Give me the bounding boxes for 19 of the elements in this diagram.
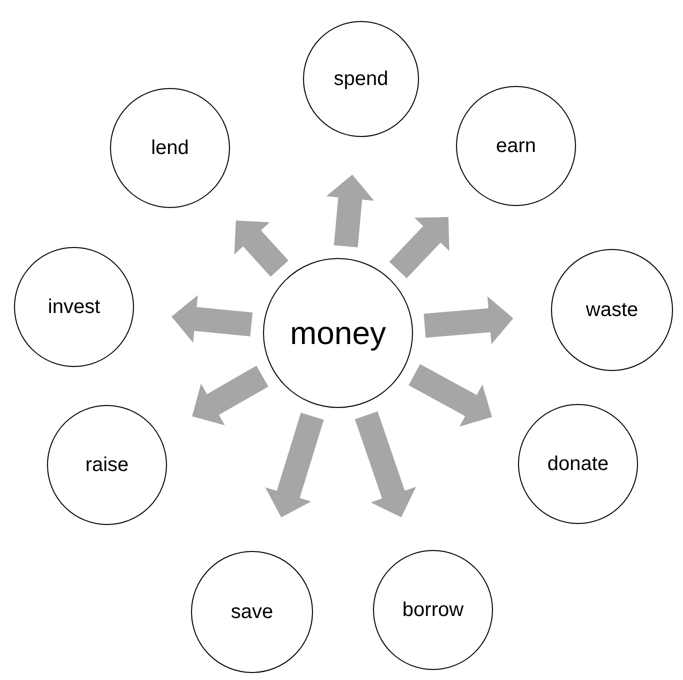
node-label: borrow: [402, 598, 464, 622]
block-arrow: [389, 217, 450, 278]
node-label: earn: [496, 134, 536, 158]
block-arrow: [408, 364, 492, 427]
node-label: spend: [334, 66, 388, 92]
node-label: invest: [48, 294, 100, 320]
block-arrow: [172, 295, 253, 343]
node-label: raise: [85, 452, 129, 478]
block-arrow: [326, 174, 374, 248]
node-label: money: [290, 314, 386, 353]
block-arrow: [265, 412, 324, 518]
node-label: waste: [586, 298, 638, 322]
node-label: donate: [547, 452, 609, 476]
block-arrow: [424, 296, 514, 344]
block-arrow: [234, 220, 288, 277]
node-label: save: [230, 600, 274, 624]
node-label: lend: [151, 136, 189, 160]
block-arrow: [354, 411, 416, 518]
block-arrow: [192, 366, 268, 426]
